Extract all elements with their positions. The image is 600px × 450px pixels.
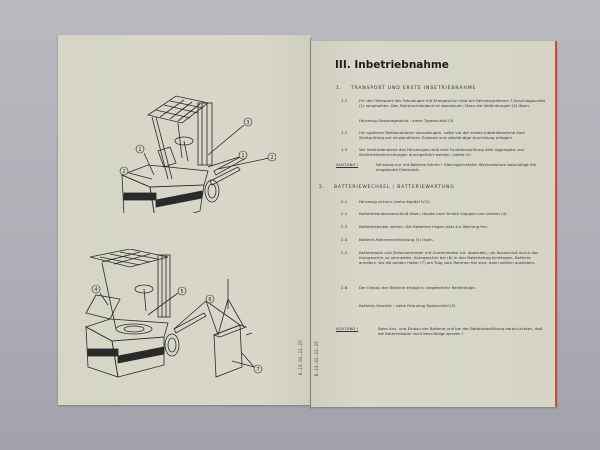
callout-2: 2 (122, 169, 125, 175)
forklift-transport-illustration: 1 2 3 1 2 (86, 63, 276, 213)
callout-1b: 1 (241, 153, 244, 159)
callout-7: 7 (256, 367, 259, 373)
callout-3: 3 (246, 120, 249, 126)
left-page: 1 2 3 1 2 (58, 35, 311, 405)
section-2-heading: 2. BATTERIEWECHSEL / BATTERIEWARTUNG (319, 185, 455, 190)
section-1-heading: 1. TRANSPORT UND ERSTE INBETRIEBNAHME (336, 86, 477, 91)
page-title: III. Inbetriebnahme (335, 59, 449, 71)
right-page: III. Inbetriebnahme 1. TRANSPORT UND ERS… (311, 41, 557, 407)
warning-label: ACHTUNG ! (336, 326, 359, 331)
forklift-drawing-icon: 1 2 3 1 2 (119, 95, 276, 213)
forklift-battery-drawing-icon: 4 5 6 7 (84, 249, 263, 378)
callout-4: 4 (94, 287, 97, 293)
warning-label: ACHTUNG ! (336, 162, 359, 167)
battery-change-illustration: 4 5 6 7 (80, 249, 280, 399)
callout-6: 6 (208, 297, 211, 303)
book-spine (310, 38, 311, 410)
callout-1: 1 (138, 147, 141, 153)
print-code: 8.23.02.22.25 (298, 340, 303, 376)
print-code: 8.23.02.22.25 (314, 341, 319, 377)
callout-2b: 2 (270, 155, 273, 161)
item-1-1: 1.1 Für den Transport des Fahrzeuges mit… (341, 98, 546, 108)
callout-5: 5 (180, 289, 183, 295)
